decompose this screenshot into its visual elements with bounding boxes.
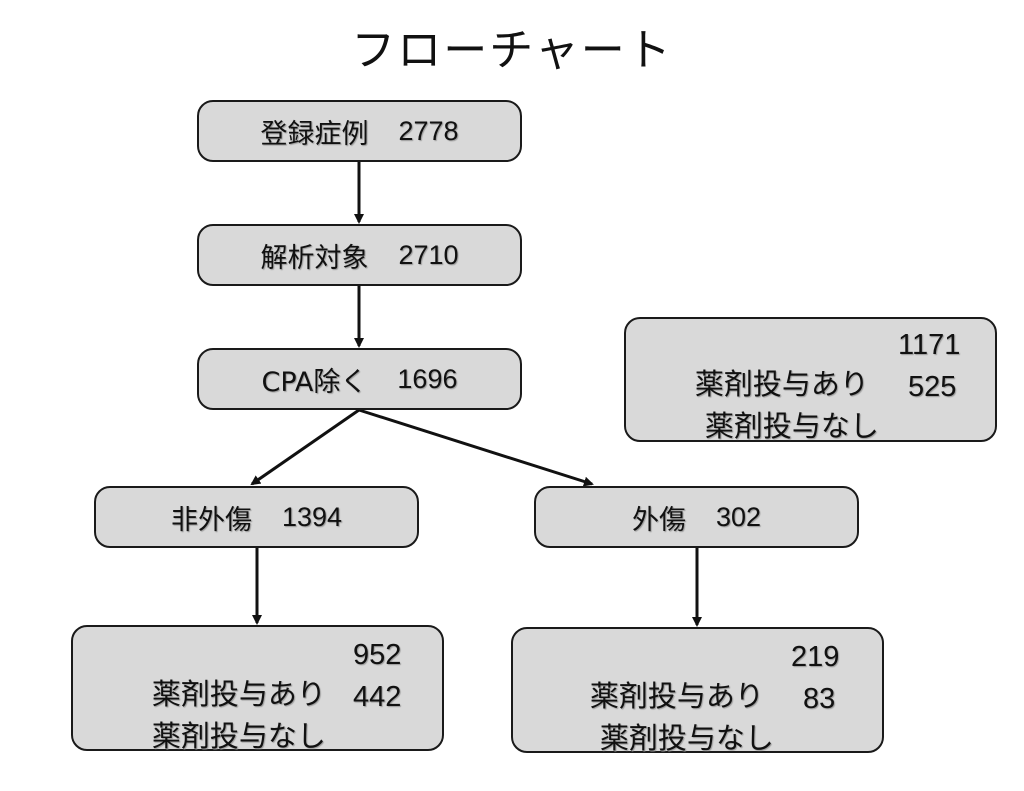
node-label: 外傷 [631, 504, 686, 536]
node-excl-cpa: CPA除く 1696 [197, 348, 522, 410]
drug-label: 薬剤投与なし [151, 719, 326, 753]
drug-row-without: 薬剤投与なし 442 [115, 679, 402, 789]
node-count: 302 [715, 501, 762, 532]
drug-row-with: 薬剤投与あり 1171 [658, 327, 961, 437]
page-title: フローチャート [351, 25, 673, 76]
node-count: 1696 [397, 363, 458, 394]
drug-label: 薬剤投与あり [589, 679, 764, 713]
node-label: 非外傷 [170, 504, 252, 536]
drug-box-overall: 薬剤投与あり 1171 薬剤投与なし 525 [624, 317, 997, 443]
drug-row-without: 薬剤投与なし 525 [668, 369, 957, 479]
flow-arrows [250, 162, 702, 627]
node-analyzed: 解析対象 2710 [197, 224, 522, 286]
drug-row-with: 薬剤投与あり 219 [553, 639, 840, 749]
drug-count: 442 [353, 681, 402, 713]
arrow-cpa-to-trauma [358, 408, 594, 487]
node-non-trauma: 非外傷 1394 [94, 486, 419, 548]
node-count: 1394 [281, 501, 343, 532]
node-count: 2710 [398, 239, 459, 270]
node-label: 解析対象 [260, 242, 369, 274]
drug-count: 219 [791, 641, 840, 673]
drug-row-with: 薬剤投与あり 952 [115, 637, 402, 747]
node-trauma: 外傷 302 [534, 486, 859, 548]
drug-count: 525 [908, 371, 957, 403]
drug-box-non-trauma: 薬剤投与あり 952 薬剤投与なし 442 [71, 625, 444, 753]
drug-label: 薬剤投与あり [151, 677, 326, 711]
drug-count: 952 [353, 639, 402, 671]
drug-label: 薬剤投与あり [694, 367, 869, 401]
drug-count: 83 [803, 683, 836, 715]
drug-label: 薬剤投与なし [599, 721, 774, 755]
node-label: 登録症例 [260, 118, 369, 150]
drug-box-trauma: 薬剤投与あり 219 薬剤投与なし 83 [511, 627, 884, 755]
node-label: CPA除く [261, 366, 368, 398]
node-count: 2778 [398, 115, 459, 146]
arrow-cpa-to-non-trauma [250, 408, 360, 486]
drug-label: 薬剤投与なし [704, 409, 879, 443]
node-registered: 登録症例 2778 [197, 100, 522, 162]
drug-row-without: 薬剤投与なし 83 [563, 681, 835, 791]
drug-count: 1171 [898, 329, 961, 361]
